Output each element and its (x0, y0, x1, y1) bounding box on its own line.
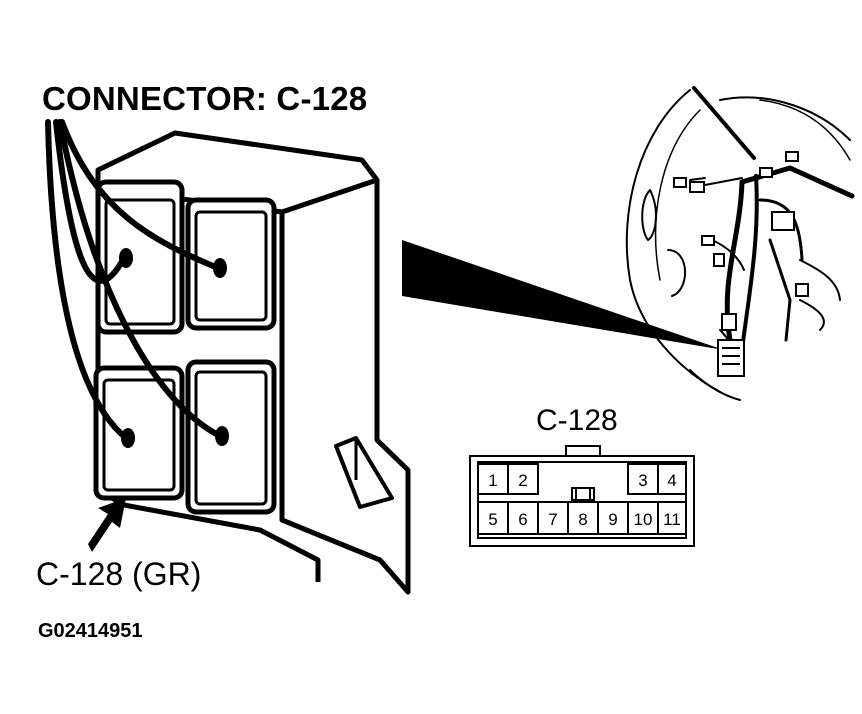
locator-connectors (673, 151, 809, 377)
zoom-wedge (402, 240, 724, 350)
pin-number: 11 (663, 510, 681, 529)
connector-cavities (93, 179, 277, 515)
pin-numbers: 1 2 3 4 5 6 7 8 9 10 11 (488, 471, 681, 529)
pin-number: 5 (488, 510, 497, 529)
pinout-title: C-128 (536, 404, 618, 437)
pin-number: 1 (488, 471, 497, 490)
steering-column-locator (625, 86, 855, 401)
leader-lines (45, 119, 223, 441)
connector-callout-label: C-128 (GR) (36, 556, 202, 592)
pin-number: 7 (548, 510, 557, 529)
pin-number: 10 (634, 510, 653, 529)
wire-terminals (119, 248, 229, 448)
figure-id: G02414951 (38, 620, 143, 642)
pin-number: 3 (638, 471, 647, 490)
pin-number: 2 (518, 471, 527, 490)
pin-number: 6 (518, 510, 527, 529)
diagram-title: CONNECTOR: C-128 (42, 80, 368, 117)
pin-number: 9 (608, 510, 617, 529)
pin-number: 4 (667, 471, 676, 490)
callout-arrow (88, 498, 126, 552)
pinout-face (469, 445, 695, 547)
pin-number: 8 (578, 510, 587, 529)
